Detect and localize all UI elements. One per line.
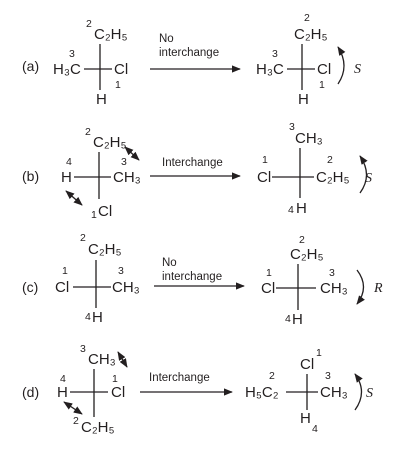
group-left: Cl bbox=[55, 279, 69, 296]
priority-left: 3 bbox=[272, 48, 278, 60]
group-right: Cl bbox=[317, 61, 331, 78]
group-right: Cl bbox=[114, 61, 128, 78]
group-bottom: C₂H₅ bbox=[81, 419, 115, 436]
configuration-label: S bbox=[354, 62, 361, 77]
group-top: CH₃ bbox=[88, 351, 116, 368]
arrow-caption: Interchange bbox=[162, 157, 223, 169]
group-bottom: Cl bbox=[98, 203, 112, 220]
right-projection: 3 CH₃ 1 Cl 2 C₂H₅ 4 H bbox=[257, 121, 350, 217]
rotation-arrow bbox=[337, 46, 346, 85]
group-top: C₂H₅ bbox=[93, 134, 127, 151]
priority-bottom: 1 bbox=[91, 209, 97, 221]
arrow-caption-line2: interchange bbox=[162, 271, 222, 283]
priority-top: 2 bbox=[299, 234, 305, 246]
priority-left: 4 bbox=[60, 373, 66, 385]
group-left: H bbox=[61, 169, 72, 186]
row-label: (b) bbox=[22, 168, 39, 184]
group-left: H bbox=[57, 384, 68, 401]
group-bottom: H bbox=[92, 309, 103, 326]
rotation-arrow bbox=[359, 155, 368, 194]
group-top: C₂H₅ bbox=[294, 26, 328, 43]
arrow-caption: Interchange bbox=[149, 372, 210, 384]
swap-arrow-bottom-left bbox=[63, 401, 83, 415]
priority-top: 1 bbox=[316, 347, 322, 359]
priority-top: 2 bbox=[304, 12, 310, 24]
left-projection: 2 C₂H₅ 4 H 3 CH₃ 1 Cl bbox=[61, 126, 141, 221]
priority-top: 2 bbox=[80, 232, 86, 244]
priority-top: 2 bbox=[86, 18, 92, 30]
priority-right: 1 bbox=[115, 79, 121, 91]
priority-bottom: 4 bbox=[85, 311, 91, 323]
priority-right: 3 bbox=[121, 156, 127, 168]
row-d: (d) 3 CH₃ 4 H 1 Cl 2 C₂H₅ Interchange Cl… bbox=[22, 343, 373, 436]
group-left: H₅C₂ bbox=[245, 384, 279, 401]
arrow-caption-line1: No bbox=[162, 257, 177, 269]
priority-right: 3 bbox=[329, 267, 335, 279]
row-a: (a) 2 C₂H₅ 3 H₃C Cl 1 H No interchange 2… bbox=[22, 12, 361, 108]
group-top: C₂H₅ bbox=[88, 241, 122, 258]
priority-right: 3 bbox=[118, 265, 124, 277]
group-left: H₃C bbox=[53, 61, 81, 78]
priority-right: 1 bbox=[319, 79, 325, 91]
group-top: Cl bbox=[300, 356, 314, 373]
group-right: C₂H₅ bbox=[316, 169, 350, 186]
group-right: CH₃ bbox=[113, 169, 141, 186]
group-top: CH₃ bbox=[295, 130, 323, 147]
priority-left: 2 bbox=[269, 370, 275, 382]
swap-arrow-top-right bbox=[124, 146, 140, 161]
priority-top: 3 bbox=[289, 121, 295, 133]
priority-left: 3 bbox=[69, 48, 75, 60]
group-bottom: H bbox=[292, 311, 303, 328]
group-bottom: H bbox=[296, 200, 307, 217]
swap-arrow-top-right bbox=[117, 351, 128, 368]
priority-bottom: 2 bbox=[73, 415, 79, 427]
arrow-caption-line1: No bbox=[159, 33, 174, 45]
group-left: Cl bbox=[261, 280, 275, 297]
configuration-label: S bbox=[365, 171, 372, 186]
priority-bottom: 4 bbox=[312, 423, 318, 435]
group-bottom: H bbox=[96, 91, 107, 108]
group-bottom: H bbox=[298, 91, 309, 108]
priority-left: 1 bbox=[262, 154, 268, 166]
arrow-caption-line2: interchange bbox=[159, 47, 219, 59]
right-projection: 2 C₂H₅ 1 Cl 3 CH₃ 4 H bbox=[261, 234, 348, 328]
row-label: (d) bbox=[22, 384, 39, 400]
priority-right: 1 bbox=[112, 373, 118, 385]
group-bottom: H bbox=[300, 410, 311, 427]
row-label: (a) bbox=[22, 58, 39, 74]
group-right: CH₃ bbox=[112, 279, 140, 296]
group-top: C₂H₅ bbox=[94, 26, 128, 43]
row-b: (b) 2 C₂H₅ 4 H 3 CH₃ 1 Cl Interchange 3 … bbox=[22, 121, 372, 221]
swap-arrow-bottom-left bbox=[65, 190, 83, 206]
group-left: H₃C bbox=[256, 61, 284, 78]
left-projection: 2 C₂H₅ 1 Cl 3 CH₃ 4 H bbox=[55, 232, 140, 326]
priority-top: 2 bbox=[85, 126, 91, 138]
right-projection: 2 C₂H₅ 3 H₃C Cl 1 H bbox=[256, 12, 331, 108]
priority-bottom: 4 bbox=[288, 204, 294, 216]
priority-bottom: 4 bbox=[285, 313, 291, 325]
priority-left: 1 bbox=[62, 265, 68, 277]
group-left: Cl bbox=[257, 169, 271, 186]
rotation-arrow bbox=[354, 373, 363, 411]
priority-right: 3 bbox=[325, 370, 331, 382]
row-c: (c) 2 C₂H₅ 1 Cl 3 CH₃ 4 H No interchange… bbox=[22, 232, 383, 328]
right-projection: Cl 1 2 H₅C₂ 3 CH₃ H 4 bbox=[245, 347, 348, 435]
priority-left: 1 bbox=[266, 267, 272, 279]
group-top: C₂H₅ bbox=[290, 246, 324, 263]
priority-left: 4 bbox=[66, 156, 72, 168]
priority-top: 3 bbox=[80, 343, 86, 355]
configuration-label: R bbox=[373, 281, 383, 296]
group-right: CH₃ bbox=[320, 384, 348, 401]
priority-right: 2 bbox=[327, 154, 333, 166]
configuration-label: S bbox=[366, 386, 373, 401]
left-projection: 3 CH₃ 4 H 1 Cl 2 C₂H₅ bbox=[57, 343, 128, 436]
row-label: (c) bbox=[22, 279, 38, 295]
left-projection: 2 C₂H₅ 3 H₃C Cl 1 H bbox=[53, 18, 128, 108]
group-right: Cl bbox=[111, 384, 125, 401]
group-right: CH₃ bbox=[320, 280, 348, 297]
rotation-arrow bbox=[356, 269, 365, 305]
